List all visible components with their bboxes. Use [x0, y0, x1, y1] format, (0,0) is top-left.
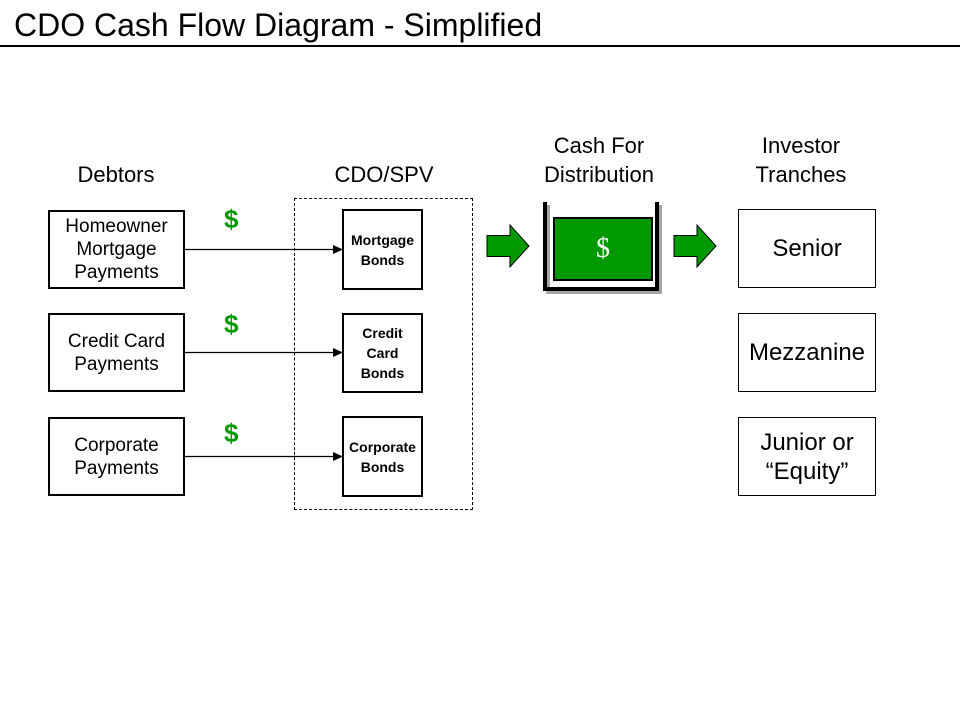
debtor-box-label: Corporate Payments	[74, 434, 159, 479]
connector-arrow-corporate-to-corporate-bonds	[185, 452, 343, 461]
cash-box-dollar-sign: $	[596, 233, 610, 264]
tranche-box-label: Mezzanine	[748, 339, 866, 366]
column-header-cdo-spv: CDO/SPV	[334, 162, 434, 187]
tranche-box-label: Junior or “Equity”	[760, 428, 854, 485]
cash-for-distribution-box: $	[553, 217, 653, 281]
column-header-debtors: Debtors	[77, 162, 155, 187]
bond-box-label: Mortgage Bonds	[351, 231, 414, 268]
debtor-box-label: Credit Card Payments	[67, 330, 166, 375]
debtor-box-label: Homeowner Mortgage Payments	[65, 216, 168, 283]
cash-container-bracket	[543, 202, 659, 291]
tranche-box-label: Senior	[772, 235, 842, 262]
debtor-box-homeowner-mortgage-payments: Homeowner Mortgage Payments	[48, 210, 185, 289]
column-header-investor-tranches: Investor Tranches	[755, 133, 847, 187]
payment-dollar-sign: $	[224, 418, 239, 448]
connector-arrow-credit-card-to-credit-card-bonds	[185, 348, 343, 357]
bond-box-corporate-bonds: Corporate Bonds	[342, 416, 423, 497]
cdo-spv-dashed-container	[294, 198, 473, 510]
tranche-box-mezzanine: Mezzanine	[738, 313, 876, 392]
cash-container-shadow	[546, 205, 662, 294]
column-header-cash-for-distribution: Cash For Distribution	[543, 133, 655, 187]
connector-arrow-homeowner-to-mortgage-bonds	[185, 245, 343, 254]
bond-box-label: Corporate Bonds	[349, 438, 416, 475]
debtor-box-corporate-payments: Corporate Payments	[48, 417, 185, 496]
title-underline	[0, 45, 960, 47]
tranche-box-junior-equity: Junior or “Equity”	[738, 417, 876, 496]
bond-box-label: Credit Card Bonds	[360, 325, 405, 381]
cash-in-block-arrow	[486, 223, 530, 269]
debtor-box-credit-card-payments: Credit Card Payments	[48, 313, 185, 392]
payment-dollar-sign: $	[224, 309, 239, 339]
bond-box-credit-card-bonds: Credit Card Bonds	[342, 313, 423, 393]
tranche-box-senior: Senior	[738, 209, 876, 288]
slide-title: CDO Cash Flow Diagram - Simplified	[14, 7, 543, 43]
cash-out-block-arrow	[673, 223, 717, 269]
payment-dollar-sign: $	[224, 204, 239, 234]
